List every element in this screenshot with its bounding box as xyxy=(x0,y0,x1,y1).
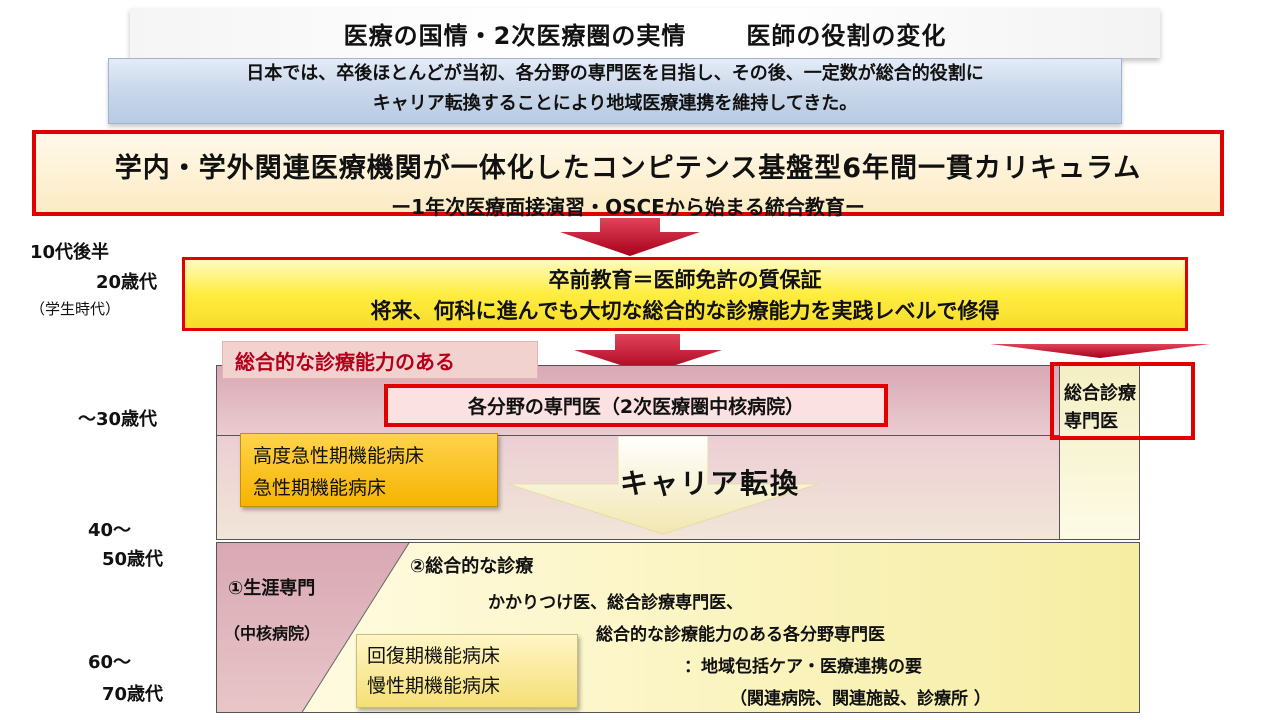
age-forties: 40～ xyxy=(88,520,132,541)
arrow-down-1 xyxy=(560,218,700,256)
curriculum-box: 学内・学外関連医療機関が一体化したコンピテンス基盤型6年間一貫カリキュラム ー1… xyxy=(32,130,1224,219)
age-student: （学生時代） xyxy=(30,300,121,318)
undergrad-box: 卒前教育＝医師免許の質保証 将来、何科に進んでも大切な総合的な診療能力を実践レベ… xyxy=(182,257,1188,331)
acute-beds-box: 高度急性期機能病床 急性期機能病床 xyxy=(240,433,498,507)
intro-line-2: キャリア転換することにより地域医療連携を維持してきた。 xyxy=(372,93,858,114)
general-ability-label: 総合的な診療能力のある xyxy=(222,341,538,379)
recovery-line-1: 回復期機能病床 xyxy=(367,645,501,667)
age-teens: 10代後半 xyxy=(30,242,110,263)
specialist-box: 各分野の専門医（2次医療圏中核病院） xyxy=(384,384,888,427)
general-practice-line-4: （関連病院、関連施設、診療所 ） xyxy=(730,689,991,709)
acute-line-1: 高度急性期機能病床 xyxy=(253,445,425,467)
intro-line-1: 日本では、卒後ほとんどが当初、各分野の専門医を目指し、その後、一定数が総合的役割… xyxy=(246,63,984,84)
curriculum-line-2: ー1年次医療面接演習・OSCEから始まる統合教育ー xyxy=(391,195,865,219)
title-right: 医師の役割の変化 xyxy=(746,21,947,50)
age-fifties: 50歳代 xyxy=(102,549,164,570)
lifelong-line-1: ①生涯専門 xyxy=(228,578,316,599)
age-sixties: 60～ xyxy=(88,652,132,673)
lifelong-line-2: （中核病院） xyxy=(224,624,321,643)
age-seventies: 70歳代 xyxy=(102,684,164,705)
age-twenties: 20歳代 xyxy=(96,272,158,293)
gp-line-2: 専門医 xyxy=(1064,411,1118,432)
general-practice-line-1: かかりつけ医、総合診療専門医、 xyxy=(488,593,744,613)
age-thirties: ～30歳代 xyxy=(78,409,158,430)
general-practice-line-3: ：地域包括ケア・医療連携の要 xyxy=(684,657,922,677)
gp-specialist-box: 総合診療 専門医 xyxy=(1050,362,1195,440)
acute-line-2: 急性期機能病床 xyxy=(253,477,387,499)
arrow-down-2 xyxy=(574,334,722,374)
undergrad-line-1: 卒前教育＝医師免許の質保証 xyxy=(548,268,822,292)
recovery-beds-box: 回復期機能病床 慢性期機能病床 xyxy=(356,634,578,708)
gp-line-1: 総合診療 xyxy=(1064,383,1136,404)
career-change-arrow xyxy=(507,436,819,535)
curriculum-line-1: 学内・学外関連医療機関が一体化したコンピテンス基盤型6年間一貫カリキュラム xyxy=(114,153,1142,184)
general-practice-heading: ②総合的な診療 xyxy=(410,556,534,577)
arrow-down-3 xyxy=(990,344,1210,358)
career-change-label: キャリア転換 xyxy=(620,467,801,500)
intro-box: 日本では、卒後ほとんどが当初、各分野の専門医を目指し、その後、一定数が総合的役割… xyxy=(108,58,1122,124)
title-left: 医療の国情・2次医療圏の実情 xyxy=(343,21,687,50)
undergrad-line-2: 将来、何科に進んでも大切な総合的な診療能力を実践レベルで修得 xyxy=(370,299,1000,323)
page-title: 医療の国情・2次医療圏の実情 医師の役割の変化 xyxy=(130,8,1160,58)
general-practice-line-2: 総合的な診療能力のある各分野専門医 xyxy=(596,625,885,645)
recovery-line-2: 慢性期機能病床 xyxy=(367,675,501,697)
